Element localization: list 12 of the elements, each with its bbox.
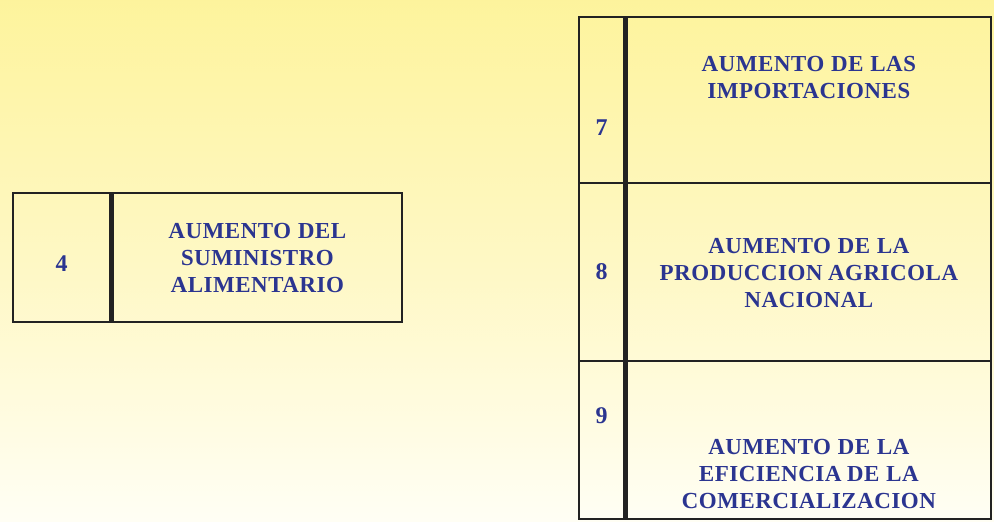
box-heading: AUMENTO DE LA PRODUCCION AGRICOLA NACIONAL: [658, 232, 960, 312]
labeled-box: [578, 360, 992, 520]
labeled-box: [12, 192, 403, 323]
box-heading: AUMENTO DEL SUMINISTRO ALIMENTARIO: [167, 217, 348, 298]
row-number: 7: [594, 114, 608, 142]
row-number: 8: [594, 258, 608, 286]
box-heading: AUMENTO DE LAS IMPORTACIONES: [700, 50, 918, 104]
box-heading: AUMENTO DE LA EFICIENCIA DE LA COMERCIALIZACION: [680, 433, 938, 514]
labeled-box: [578, 182, 992, 362]
row-number: 4: [54, 250, 68, 278]
labeled-box: [578, 16, 992, 184]
row-number: 9: [594, 402, 608, 430]
